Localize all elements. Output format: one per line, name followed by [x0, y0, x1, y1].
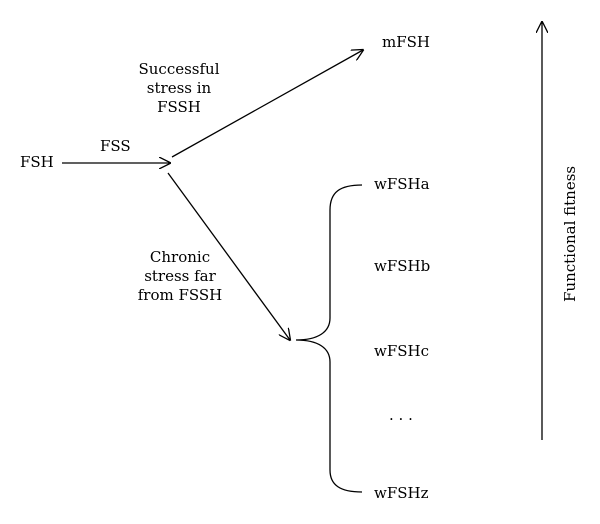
edge-label-line: stress in [146, 79, 212, 97]
edge-label-line: from FSSH [137, 286, 223, 304]
node-wfsha: wFSHa [374, 175, 430, 193]
node-ellipsis: · · · [389, 410, 413, 428]
edge-label-line: Chronic [149, 248, 211, 266]
node-wfshb: wFSHb [374, 257, 431, 275]
edge-label-line: FSSH [157, 98, 201, 116]
edge-label-line: stress far [144, 267, 216, 285]
arrow-to-mfsh [171, 50, 363, 158]
wfsh-group-brace [295, 184, 363, 493]
node-wfshc: wFSHc [374, 342, 430, 360]
fitness-axis-label: Functional fitness [561, 165, 579, 302]
node-wfshz: wFSHz [374, 484, 429, 502]
edge-label-fss: FSS [100, 137, 131, 155]
edge-label-line: Successful [138, 60, 220, 78]
node-mfsh: mFSH [382, 33, 430, 51]
node-fsh: FSH [20, 153, 54, 171]
arrow-to-wfsh-group [167, 172, 290, 340]
edge-label-successful-stress: Successful stress in FSSH [130, 60, 228, 117]
edge-label-chronic-stress: Chronic stress far from FSSH [130, 248, 230, 305]
